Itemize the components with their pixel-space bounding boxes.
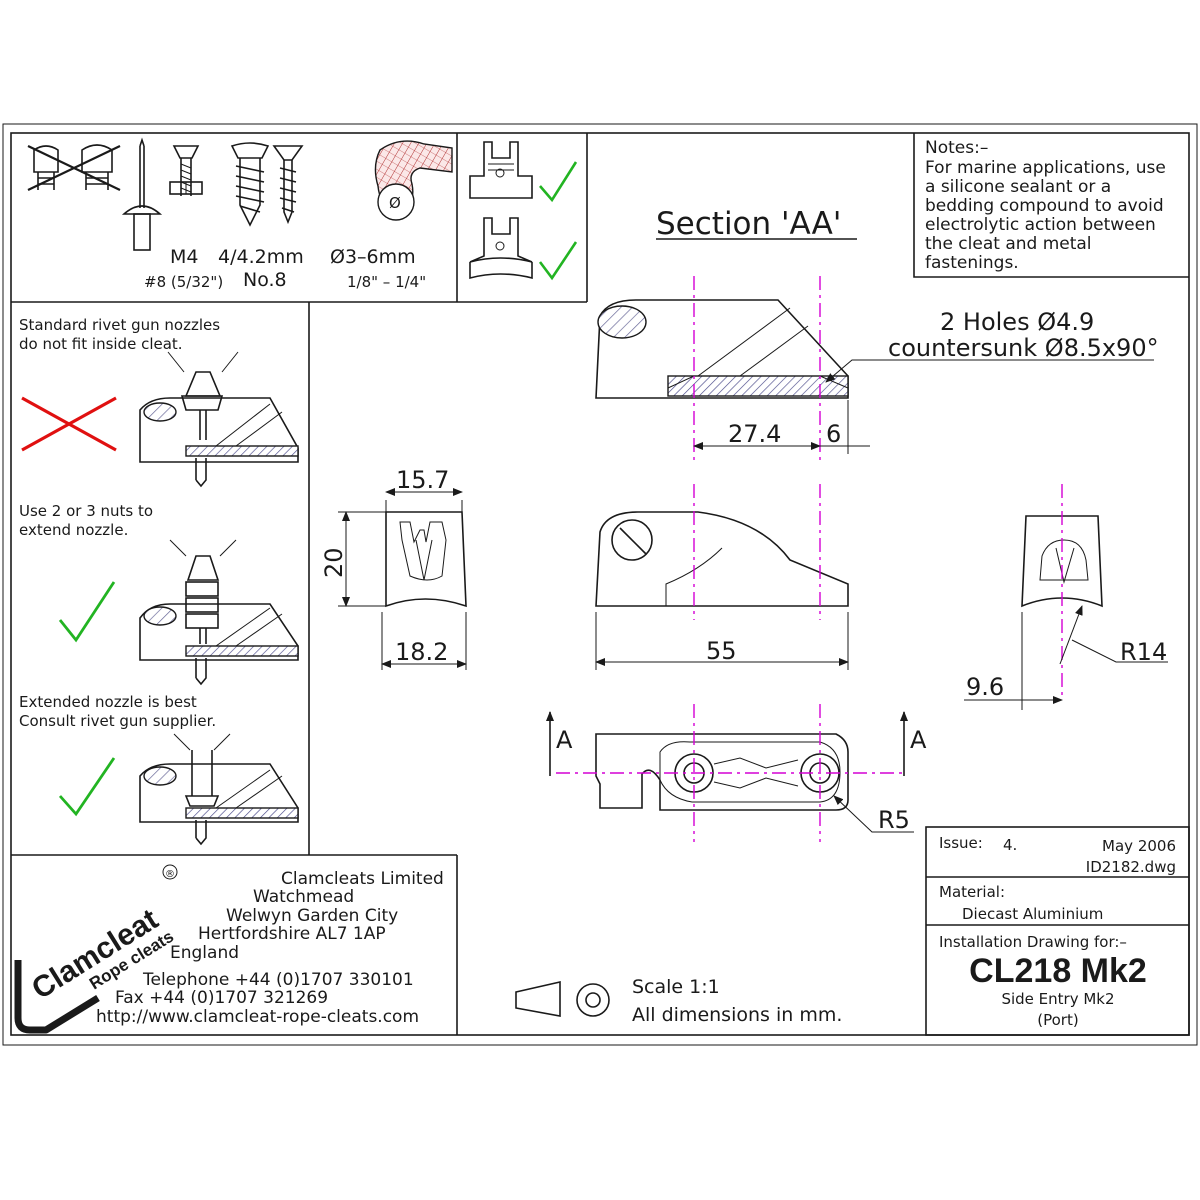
notes: Notes:– For marine applications, use a s…: [925, 138, 1166, 273]
scale-block: Scale 1:1 All dimensions in mm.: [515, 976, 842, 1026]
scale-label: Scale 1:1: [632, 976, 720, 998]
end-view: 15.7 20 18.2: [320, 466, 467, 670]
flat-mount-icon: [469, 141, 533, 199]
company-block: Clamcleat Rope cleats ® Clamcleats Limit…: [14, 864, 444, 1034]
dim-18-2: 18.2: [395, 638, 448, 666]
check-icon: [539, 161, 578, 203]
sheet-frame: [2, 123, 1198, 1046]
dim-55: 55: [706, 637, 737, 665]
notes-line-5: electrolytic action between: [925, 215, 1156, 235]
fastener-panel: Ø M4 4/4.2mm Ø3–6mm #8 (5/32") No.8 1/8"…: [27, 137, 453, 291]
address-line-1: Watchmead: [253, 887, 354, 907]
rope-inch-label: 1/8" – 1/4": [347, 273, 426, 291]
plan-view: A A R5: [546, 704, 927, 842]
notes-line-7: fastenings.: [925, 253, 1019, 273]
drawing-file: ID2182.dwg: [1086, 858, 1176, 876]
dim-6: 6: [826, 420, 841, 448]
rope-icon: Ø: [374, 140, 453, 221]
dim-20: 20: [320, 547, 348, 578]
rivet-note-1-line-1: Standard rivet gun nozzles: [19, 316, 220, 334]
rope-dia-symbol: Ø: [389, 194, 401, 212]
rivet-cleat-3: [139, 733, 299, 846]
check-icon: [58, 581, 116, 643]
section-aa-view: Section 'AA' 27.4 6 2 Holes Ø4.9 counter…: [595, 206, 1159, 460]
rivet-note-2-line-1: Use 2 or 3 nuts to: [19, 502, 153, 520]
curved-mount-icon: [469, 217, 533, 280]
dim-r14: R14: [1120, 638, 1167, 666]
right-end-view: R14 9.6: [964, 484, 1168, 710]
notes-line-1: Notes:–: [925, 138, 988, 158]
section-marker-left: A: [556, 726, 573, 754]
no8-label: No.8: [243, 269, 287, 291]
wood-screw-icon: [230, 142, 270, 227]
company-fax: Fax +44 (0)1707 321269: [115, 988, 328, 1008]
rivet-note-3-line-2: Consult rivet gun supplier.: [19, 712, 216, 730]
projection-circle-icon: [576, 983, 610, 1017]
company-web: http://www.clamcleat-rope-cleats.com: [96, 1007, 419, 1027]
notes-line-3: a silicone sealant or a: [925, 177, 1111, 197]
product-description: Side Entry Mk2: [1001, 990, 1114, 1008]
registered-mark: ®: [165, 869, 175, 880]
issue-label: Issue:: [939, 834, 983, 852]
crossed-screws-icon: [27, 144, 121, 191]
rivet-note-1-line-2: do not fit inside cleat.: [19, 335, 183, 353]
dim-r5: R5: [878, 806, 910, 834]
company-phone: Telephone +44 (0)1707 330101: [142, 970, 414, 990]
cross-icon: [21, 396, 117, 452]
section-marker-right: A: [910, 726, 927, 754]
inch-size-label: #8 (5/32"): [144, 273, 223, 291]
check-icon: [538, 241, 578, 281]
check-icon: [58, 757, 116, 817]
holes-label-2: countersunk Ø8.5x90°: [888, 334, 1159, 362]
issue-date: May 2006: [1102, 837, 1176, 855]
rivet-instructions: Standard rivet gun nozzles do not fit in…: [19, 316, 299, 846]
notes-line-4: bedding compound to avoid: [925, 196, 1164, 216]
projection-cone-icon: [515, 980, 561, 1017]
product-side: (Port): [1037, 1011, 1078, 1029]
holes-label-1: 2 Holes Ø4.9: [940, 308, 1094, 336]
rivet-cleat-2: [139, 539, 299, 686]
material-value: Diecast Aluminium: [962, 905, 1103, 923]
dim-27-4: 27.4: [728, 420, 781, 448]
rivet-cleat-1: [139, 351, 299, 488]
section-title: Section 'AA': [656, 206, 841, 242]
dim-9-6: 9.6: [966, 673, 1004, 701]
address-line-3: Hertfordshire AL7 1AP: [198, 924, 386, 944]
fit-check-panel: [469, 141, 578, 281]
size-label: 4/4.2mm: [218, 246, 304, 268]
rope-range-label: Ø3–6mm: [330, 246, 416, 268]
address-line-2: Welwyn Garden City: [226, 906, 398, 926]
notes-line-6: the cleat and metal: [925, 234, 1092, 254]
machine-screw-icon: [169, 145, 203, 196]
title-block: Issue: 4. May 2006 ID2182.dwg Material: …: [939, 834, 1176, 1029]
units-label: All dimensions in mm.: [632, 1004, 842, 1026]
product-code: CL218 Mk2: [969, 952, 1147, 990]
rivet-note-3-line-1: Extended nozzle is best: [19, 693, 197, 711]
m4-label: M4: [170, 246, 198, 268]
countersunk-screw-icon: [272, 145, 304, 225]
address-line-4: England: [170, 943, 239, 963]
company-name: Clamcleats Limited: [281, 869, 444, 889]
dim-15-7: 15.7: [396, 466, 449, 494]
pop-rivet-icon: [121, 137, 163, 251]
notes-line-2: For marine applications, use: [925, 158, 1166, 178]
issue-value: 4.: [1003, 836, 1017, 854]
install-label: Installation Drawing for:–: [939, 933, 1127, 951]
material-label: Material:: [939, 883, 1005, 901]
side-view: 55: [595, 484, 849, 670]
rivet-note-2-line-2: extend nozzle.: [19, 521, 128, 539]
